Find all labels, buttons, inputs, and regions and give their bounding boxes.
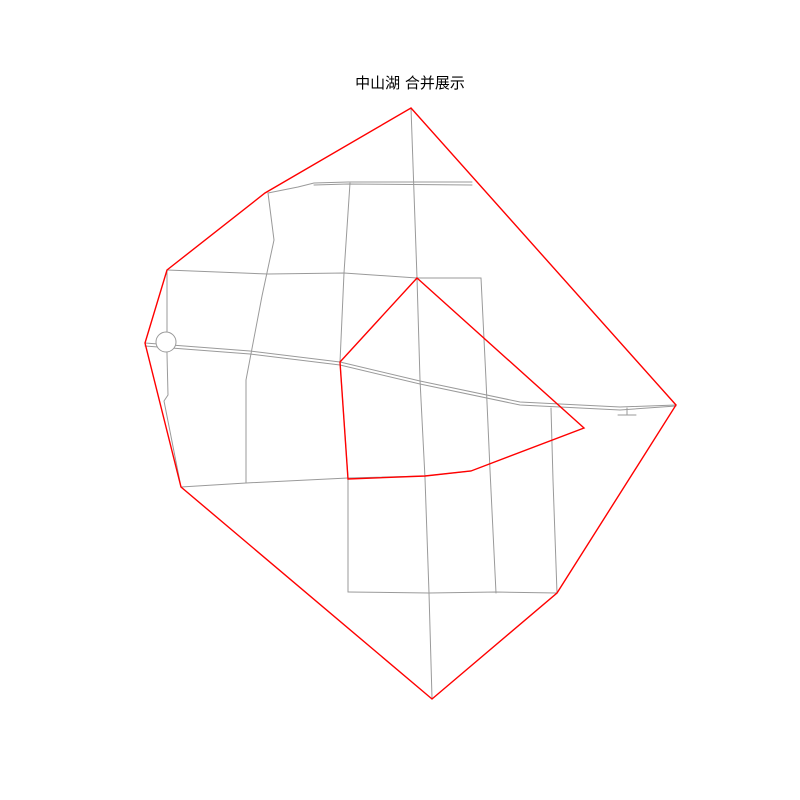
map-title: 中山湖 合并展示 xyxy=(355,74,465,92)
road-vertical-d xyxy=(550,407,558,594)
road-horizontal-bottom xyxy=(347,591,558,594)
road-horizontal-north xyxy=(166,269,482,279)
road-arterial-lower xyxy=(144,345,677,411)
merged-area-outline xyxy=(144,107,677,700)
road-north-lower xyxy=(313,183,473,186)
road-horizontal-south xyxy=(180,470,472,488)
road-west-connector xyxy=(245,192,275,484)
road-vertical-c xyxy=(480,277,497,594)
road-vertical-b xyxy=(410,107,433,699)
roundabout xyxy=(155,331,177,353)
road-north-upper xyxy=(267,181,473,194)
road-arterial-upper xyxy=(144,342,677,408)
road-network xyxy=(144,107,677,699)
road-vertical-west xyxy=(163,269,182,488)
inner-area-outline xyxy=(339,277,586,480)
